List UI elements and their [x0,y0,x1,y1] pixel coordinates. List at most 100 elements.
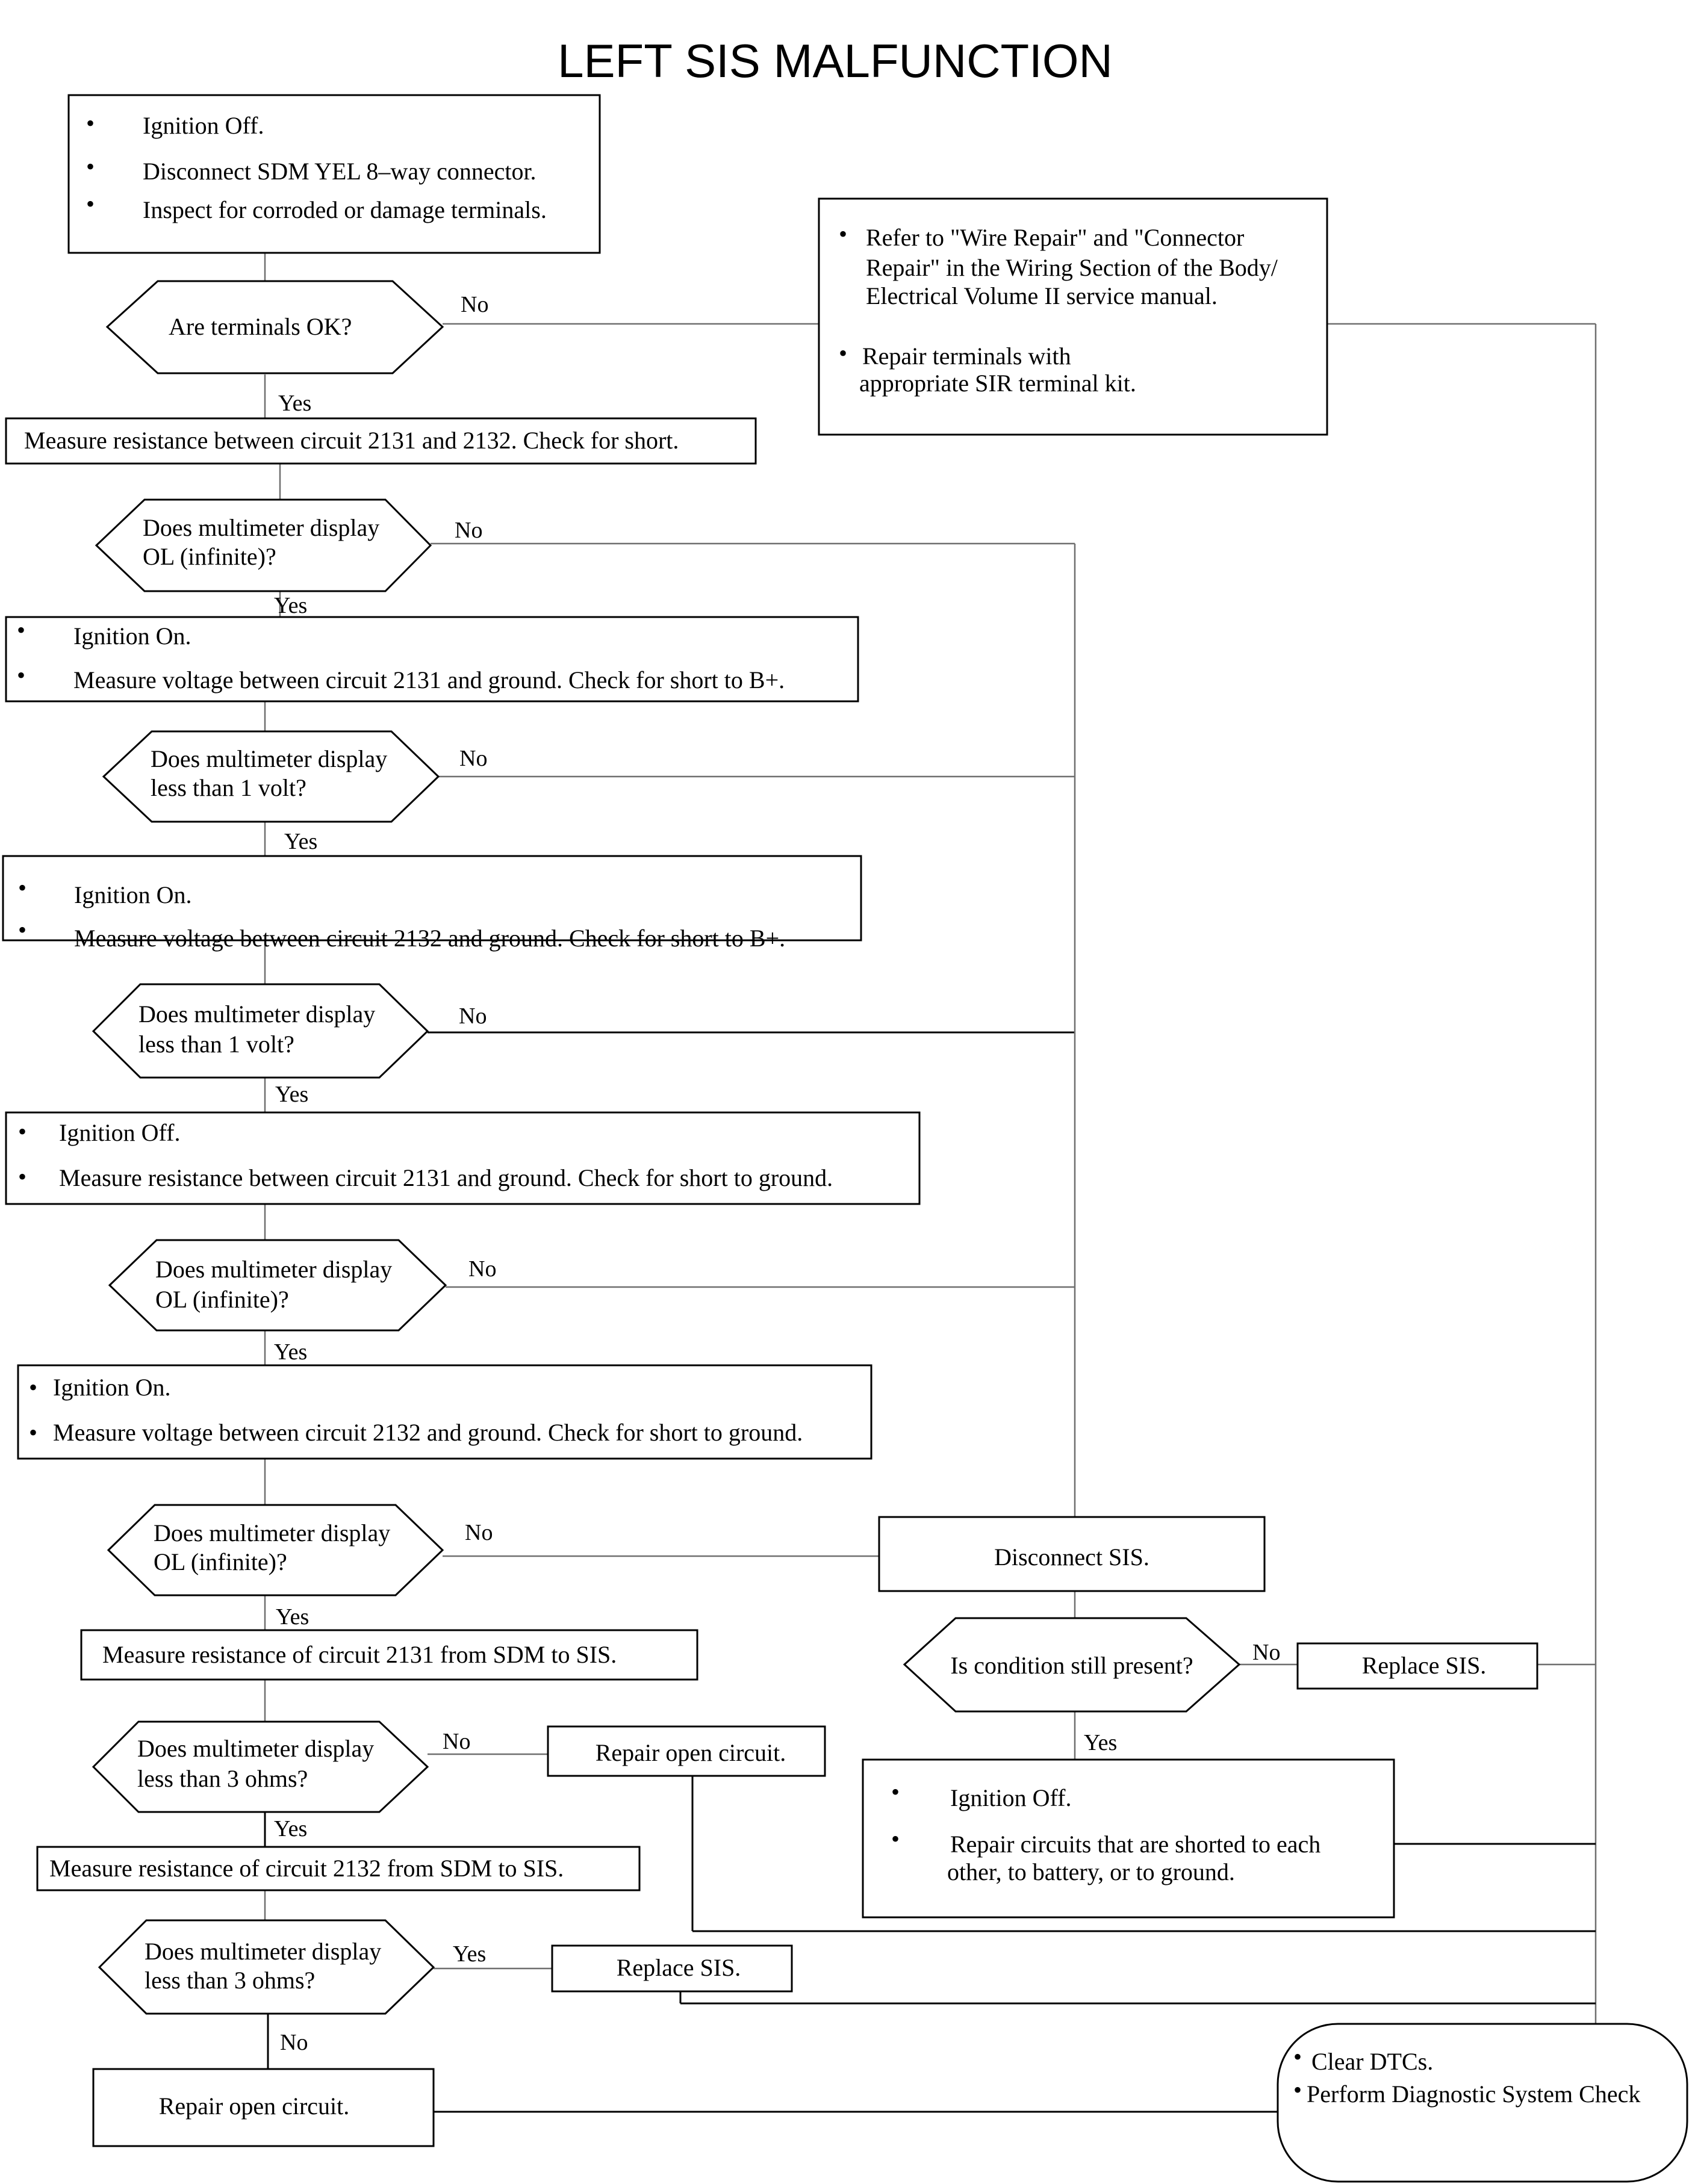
decision-text: Does multimeter display [154,1519,390,1546]
decision-text: OL (infinite)? [143,543,276,570]
step-text: Ignition Off. [143,112,264,139]
step-resistance-2131-sdm-sis: Measure resistance of circuit 2131 from … [80,1629,698,1681]
step-text: Measure resistance of circuit 2132 from … [49,1855,564,1882]
step-resistance-2132-sdm-sis: Measure resistance of circuit 2132 from … [36,1846,641,1891]
yes-label: Yes [1084,1730,1117,1755]
step-text: Electrical Volume II service manual. [866,282,1218,309]
decision-condition-present: Is condition still present? [903,1617,1241,1713]
step-text: Ignition Off. [950,1784,1071,1811]
svg-text:•: • [18,916,26,943]
decision-less-1-volt-1: Does multimeter display less than 1 volt… [102,730,440,823]
decision-less-3-ohms-2: Does multimeter display less than 3 ohms… [98,1919,435,2015]
svg-text:•: • [86,190,95,217]
svg-text:•: • [891,1778,900,1805]
decision-ol-infinite-1: Does multimeter display OL (infinite)? [95,498,432,592]
decision-ol-infinite-3: Does multimeter display OL (infinite)? [107,1504,444,1596]
step-text: Disconnect SIS. [994,1543,1149,1571]
decision-text: less than 1 volt? [151,774,306,801]
svg-text:•: • [86,153,95,180]
step-text: Measure resistance between circuit 2131 … [24,427,679,454]
decision-text: Is condition still present? [950,1652,1193,1679]
step-text: Measure voltage between circuit 2131 and… [73,666,785,693]
step-text: Measure voltage between circuit 2132 and… [74,925,785,952]
decision-text: Does multimeter display [143,514,379,541]
step-text: Replace SIS. [1362,1652,1487,1679]
step-measure-2131-2132: Measure resistance between circuit 2131 … [5,417,757,465]
step-text: Repair open circuit. [596,1739,786,1766]
yes-label: Yes [284,829,317,854]
step-text: Clear DTCs. [1311,2048,1433,2075]
decision-less-3-ohms-1: Does multimeter display less than 3 ohms… [92,1720,429,1813]
step-text: Ignition On. [73,622,191,650]
step-repair-open-circuit-1: Repair open circuit. [547,1725,826,1777]
decision-text: Does multimeter display [138,1000,375,1028]
no-label: No [443,1729,470,1754]
decision-text: less than 3 ohms? [145,1967,315,1994]
terminator-clear-dtcs: • • Clear DTCs. Perform Diagnostic Syste… [1277,2023,1688,2183]
svg-text:•: • [18,1163,26,1190]
svg-text:•: • [1293,2043,1302,2070]
svg-text:•: • [891,1825,900,1852]
step-text: Repair" in the Wiring Section of the Bod… [866,254,1278,281]
step-text: Measure resistance of circuit 2131 from … [102,1641,617,1668]
decision-ol-infinite-2: Does multimeter display OL (infinite)? [108,1239,447,1332]
decision-text: less than 3 ohms? [137,1765,308,1792]
svg-text:•: • [29,1374,37,1401]
no-label: No [459,1004,487,1029]
step-text: Repair open circuit. [159,2092,350,2120]
step-repair-terminals: • • Refer to "Wire Repair" and "Connecto… [818,197,1328,436]
decision-text: OL (infinite)? [154,1548,287,1575]
connector-lines [264,253,1597,2113]
svg-text:•: • [839,220,847,247]
decision-less-1-volt-2: Does multimeter display less than 1 volt… [92,983,429,1079]
yes-label: Yes [453,1941,486,1967]
yes-label: Yes [274,593,307,618]
step-text: Ignition On. [53,1374,171,1401]
step-text: Measure resistance between circuit 2131 … [59,1164,833,1191]
no-label: No [1252,1640,1280,1665]
step-text: Disconnect SDM YEL 8–way connector. [143,158,537,185]
no-label: No [280,2030,308,2055]
no-label: No [455,518,482,543]
step-resistance-2131-ground: • • Ignition Off. Measure resistance bet… [5,1111,921,1205]
decision-text: Does multimeter display [145,1938,381,1965]
svg-text:•: • [17,662,25,689]
step-replace-sis-1: Replace SIS. [1296,1642,1538,1690]
step-voltage-2132-ground: • • Ignition On. Measure voltage between… [17,1364,872,1460]
step-text: Repair terminals with [862,343,1071,370]
decision-text: Are terminals OK? [169,313,352,340]
step-text: Repair circuits that are shorted to each [950,1831,1320,1858]
svg-text:•: • [839,340,847,367]
step-text: appropriate SIR terminal kit. [859,370,1136,397]
yes-label: Yes [274,1816,307,1841]
step-repair-open-circuit-2: Repair open circuit. [92,2068,435,2147]
decision-text: Does multimeter display [137,1735,374,1762]
yes-label: Yes [275,1082,308,1107]
step-text: other, to battery, or to ground. [947,1858,1235,1885]
step-text: Perform Diagnostic System Check [1307,2080,1640,2108]
yes-label: Yes [278,391,311,416]
svg-text:•: • [29,1419,37,1446]
branch-labels: No Yes No Yes No Yes No Yes No Yes No Ye… [274,292,1280,2055]
step-text: Ignition On. [74,881,192,908]
no-label: No [461,292,488,317]
svg-text:•: • [1293,2076,1302,2103]
yes-label: Yes [274,1339,307,1365]
step-text: Measure voltage between circuit 2132 and… [53,1419,803,1446]
yes-label: Yes [276,1604,309,1630]
no-label: No [459,746,487,771]
decision-terminals-ok: Are terminals OK? [105,280,444,374]
step-ignition-off-inspect: • • • Ignition Off. Disconnect SDM YEL 8… [67,94,601,254]
step-disconnect-sis: Disconnect SIS. [878,1516,1266,1592]
svg-text:•: • [18,1118,26,1145]
step-text: Refer to "Wire Repair" and "Connector [866,224,1244,251]
decision-text: Does multimeter display [155,1256,392,1283]
step-voltage-2131-b-plus: • • Ignition On. Measure voltage between… [5,616,859,703]
page-title: LEFT SIS MALFUNCTION [558,34,1113,87]
no-label: No [468,1256,496,1282]
step-text: Replace SIS. [617,1954,741,1981]
step-text: Inspect for corroded or damage terminals… [143,196,547,223]
step-voltage-2132-b-plus: • • Ignition On. Measure voltage between… [2,855,862,952]
no-label: No [465,1520,493,1545]
